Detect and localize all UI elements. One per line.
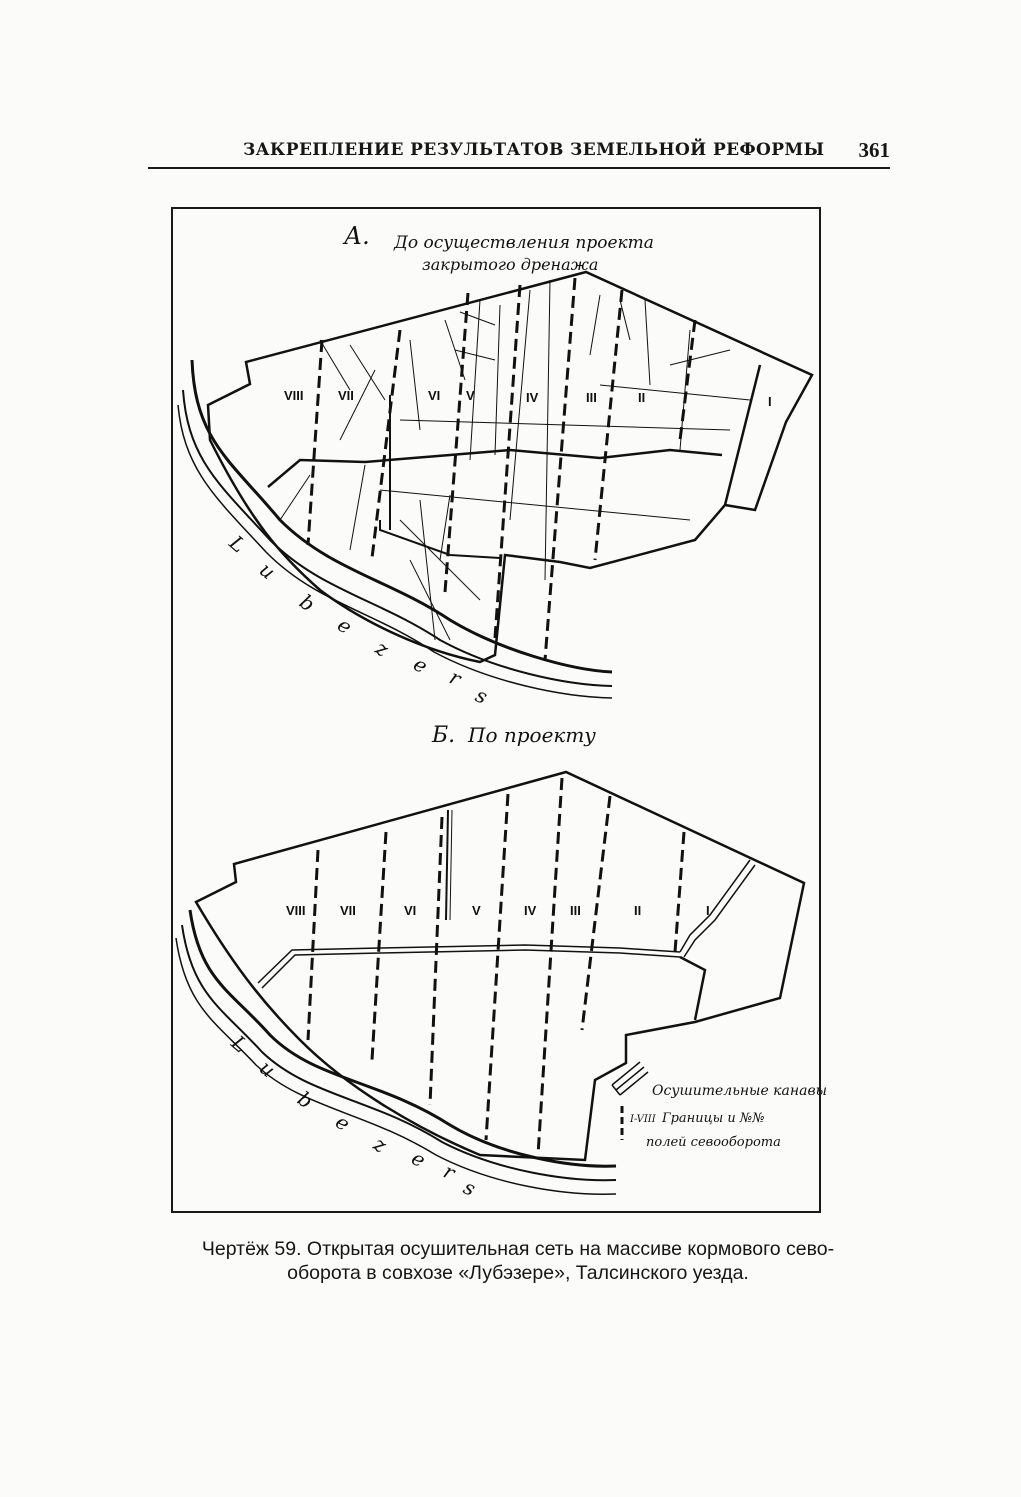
map-a-title-line1: До осуществления проекта — [393, 233, 654, 253]
map-b-label-v: V — [472, 903, 481, 918]
legend-item-boundaries-1: Границы и №№ — [661, 1111, 765, 1126]
map-b-east-ditch-1 — [679, 859, 751, 953]
map-b-title-text: По проекту — [467, 723, 596, 747]
map-b-label-iv: IV — [524, 903, 537, 918]
map-b-label-ii: II — [634, 903, 641, 918]
figure-frame — [171, 207, 821, 1213]
map-b-se-ditch — [679, 955, 707, 1021]
map-a-field-boundaries — [306, 277, 697, 661]
page-number: 361 — [858, 138, 891, 162]
map-a-label-i: I — [768, 394, 772, 409]
map-a-river-letter-2: u — [255, 557, 280, 584]
map-a-label-vii: VII — [338, 388, 354, 403]
map-b-massif-outline — [194, 770, 806, 1162]
map-b-main-ditch-2 — [261, 949, 681, 989]
map-b-river-letter-7: r — [440, 1159, 460, 1185]
map-a-river-letter-3: b — [295, 589, 319, 616]
map-b-label-viii: VIII — [286, 903, 306, 918]
legend-item-prefix: I-VIII — [629, 1114, 657, 1125]
figure-caption: Чертёж 59. Открытая осушительная сеть на… — [138, 1237, 898, 1285]
map-b: Б. По проекту VIII VII VI V IV — [175, 723, 827, 1201]
map-b-river-letter-6: e — [408, 1146, 430, 1173]
drainage-figure: А. До осуществления проекта закрытого др… — [171, 207, 827, 1213]
map-b-label-vi: VI — [404, 903, 416, 918]
map-b-connector-ditch-2 — [449, 809, 453, 921]
map-b-river-letter-4: e — [331, 1109, 354, 1135]
map-b-label-vii: VII — [340, 903, 356, 918]
map-a-river-letter-5: z — [371, 635, 393, 662]
map-a-river-bank-mid — [182, 389, 613, 687]
map-a-river-letter-6: e — [410, 652, 432, 679]
map-b-title-letter: Б. — [431, 723, 455, 748]
map-a-title-line2: закрытого дренажа — [422, 255, 598, 274]
legend: Осушительные канавы I-VIII Границы и №№ … — [611, 1061, 827, 1150]
map-a-label-viii: VIII — [284, 388, 304, 403]
map-b-label-i: I — [706, 903, 710, 918]
map-a-label-ii: II — [638, 390, 645, 405]
map-a-river-letter-8: s — [472, 683, 491, 709]
map-a-river-letter-1: L — [224, 530, 250, 558]
running-title: ЗАКРЕПЛЕНИЕ РЕЗУЛЬТАТОВ ЗЕМЕЛЬНОЙ РЕФОРМ… — [243, 140, 825, 160]
map-b-main-ditch-1 — [257, 944, 681, 984]
map-a-label-v: V — [466, 388, 475, 403]
map-a-lower-ditch — [379, 520, 501, 559]
map-a: А. До осуществления проекта закрытого др… — [177, 222, 814, 709]
legend-item-ditches: Осушительные канавы — [652, 1083, 827, 1099]
map-b-connector-ditch — [445, 809, 449, 921]
map-b-river-bank-mid — [181, 924, 617, 1182]
legend-item-boundaries-2: полей севооборота — [646, 1135, 781, 1150]
map-b-river-letter-1: L — [226, 1030, 252, 1058]
map-b-river-letter-8: s — [460, 1175, 479, 1201]
map-a-massif-outline — [206, 270, 814, 664]
map-b-east-ditch-2 — [683, 864, 756, 958]
map-b-field-boundaries — [306, 777, 686, 1156]
map-b-river-bank-inner — [175, 937, 617, 1195]
map-a-river-bank-outer — [190, 359, 613, 674]
map-a-river-letter-4: e — [333, 612, 356, 638]
map-b-river-letter-5: z — [369, 1131, 391, 1158]
map-a-field-i-boundary — [723, 364, 762, 506]
map-a-label-vi: VI — [428, 388, 440, 403]
map-a-main-ditch — [267, 448, 723, 488]
map-a-label-iv: IV — [526, 390, 539, 405]
map-b-label-iii: III — [570, 903, 581, 918]
caption-line-2: оборота в совхозе «Лубэзере», Талсинског… — [287, 1262, 749, 1284]
caption-line-1: Чертёж 59. Открытая осушительная сеть на… — [201, 1238, 835, 1260]
map-a-river-bank-inner — [177, 404, 613, 699]
running-head: ЗАКРЕПЛЕНИЕ РЕЗУЛЬТАТОВ ЗЕМЕЛЬНОЙ РЕФОРМ… — [148, 138, 891, 170]
legend-ditch-symbol — [611, 1061, 649, 1096]
map-a-label-iii: III — [586, 390, 597, 405]
map-a-river-letter-7: r — [446, 665, 466, 691]
header-rule — [148, 167, 890, 169]
map-a-title-letter: А. — [342, 222, 370, 250]
map-b-river-letter-2: u — [255, 1055, 280, 1082]
